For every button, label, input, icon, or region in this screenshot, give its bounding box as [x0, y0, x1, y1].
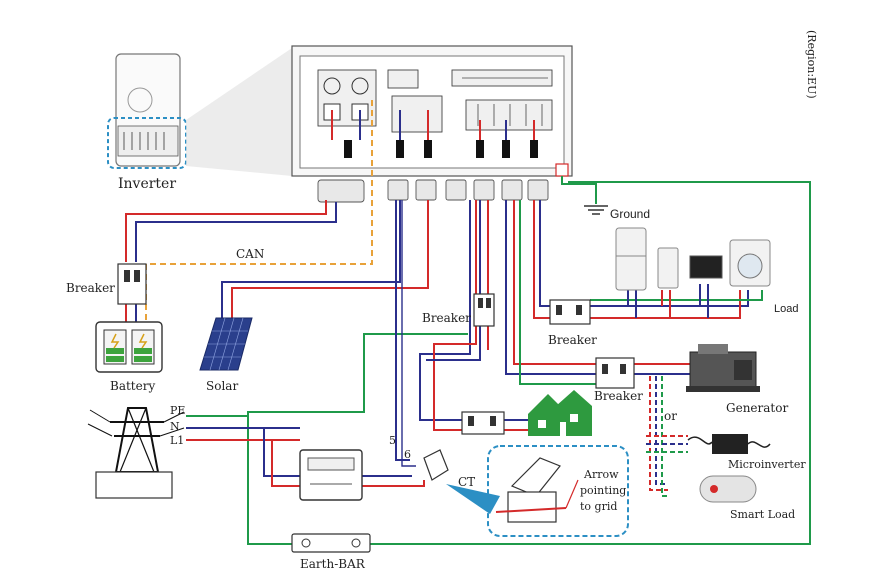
inverter-thumbnail: Inverter [107, 53, 187, 192]
ct-clamp-icon: CT [423, 449, 475, 489]
n-label: N [170, 420, 180, 433]
arrow-note-line-2: pointing [580, 484, 626, 497]
smart-load-label: Smart Load [730, 508, 795, 521]
fridge-icon [615, 227, 647, 291]
load-appliances: Load [615, 227, 798, 315]
generator-breaker-label: Breaker [594, 389, 643, 403]
earth-bar: Earth-BAR [291, 533, 371, 571]
battery-breaker-label: Breaker [66, 281, 115, 295]
inverter-label: Inverter [118, 176, 176, 192]
ct-callout: Arrow pointing to grid [487, 445, 629, 537]
arrow-note-line-1: Arrow [583, 468, 619, 481]
load-label: Load [774, 303, 798, 315]
load-breaker: Breaker [548, 299, 597, 347]
home-breaker [461, 411, 505, 435]
ac-unit-icon [657, 247, 679, 289]
battery-label: Battery [110, 379, 155, 393]
microinverter-icon: Microinverter [687, 434, 806, 471]
zoom-wedge [186, 48, 292, 176]
battery-breaker: Breaker [66, 263, 147, 305]
battery: Battery [95, 321, 163, 393]
callout-pointer [446, 484, 500, 514]
grid-pylon-icon [87, 407, 185, 499]
grid-breaker: Breaker [422, 293, 495, 327]
smart-load-icon: Smart Load [699, 475, 795, 521]
cable-glands [317, 179, 549, 203]
can-label: CAN [236, 247, 264, 261]
wiring [125, 100, 811, 545]
generator-label: Generator [726, 401, 788, 415]
solar-panel: Solar [199, 317, 253, 393]
energy-meter [299, 449, 363, 501]
microinverter-label: Microinverter [728, 458, 806, 471]
wire-6-label: 6 [404, 448, 411, 461]
earth-bar-label: Earth-BAR [300, 557, 366, 571]
wire-5-label: 5 [389, 434, 396, 447]
house-icon [528, 390, 592, 436]
ground-label: Ground [610, 207, 650, 221]
inverter-panel [291, 45, 573, 177]
generator-icon: Generator [686, 344, 788, 415]
generator-breaker: Breaker [594, 357, 643, 403]
l1-label: L1 [170, 434, 184, 447]
ground-symbol: Ground [561, 176, 650, 221]
grid-breaker-label: Breaker [422, 311, 471, 325]
or-label: or [664, 409, 677, 423]
ct-label: CT [458, 475, 475, 489]
region-note: (Region:EU) [805, 30, 818, 99]
pe-label: PE [170, 404, 185, 417]
load-breaker-label: Breaker [548, 333, 597, 347]
solar-label: Solar [206, 379, 238, 393]
tv-icon [689, 255, 723, 279]
arrow-note-line-3: to grid [580, 500, 617, 513]
